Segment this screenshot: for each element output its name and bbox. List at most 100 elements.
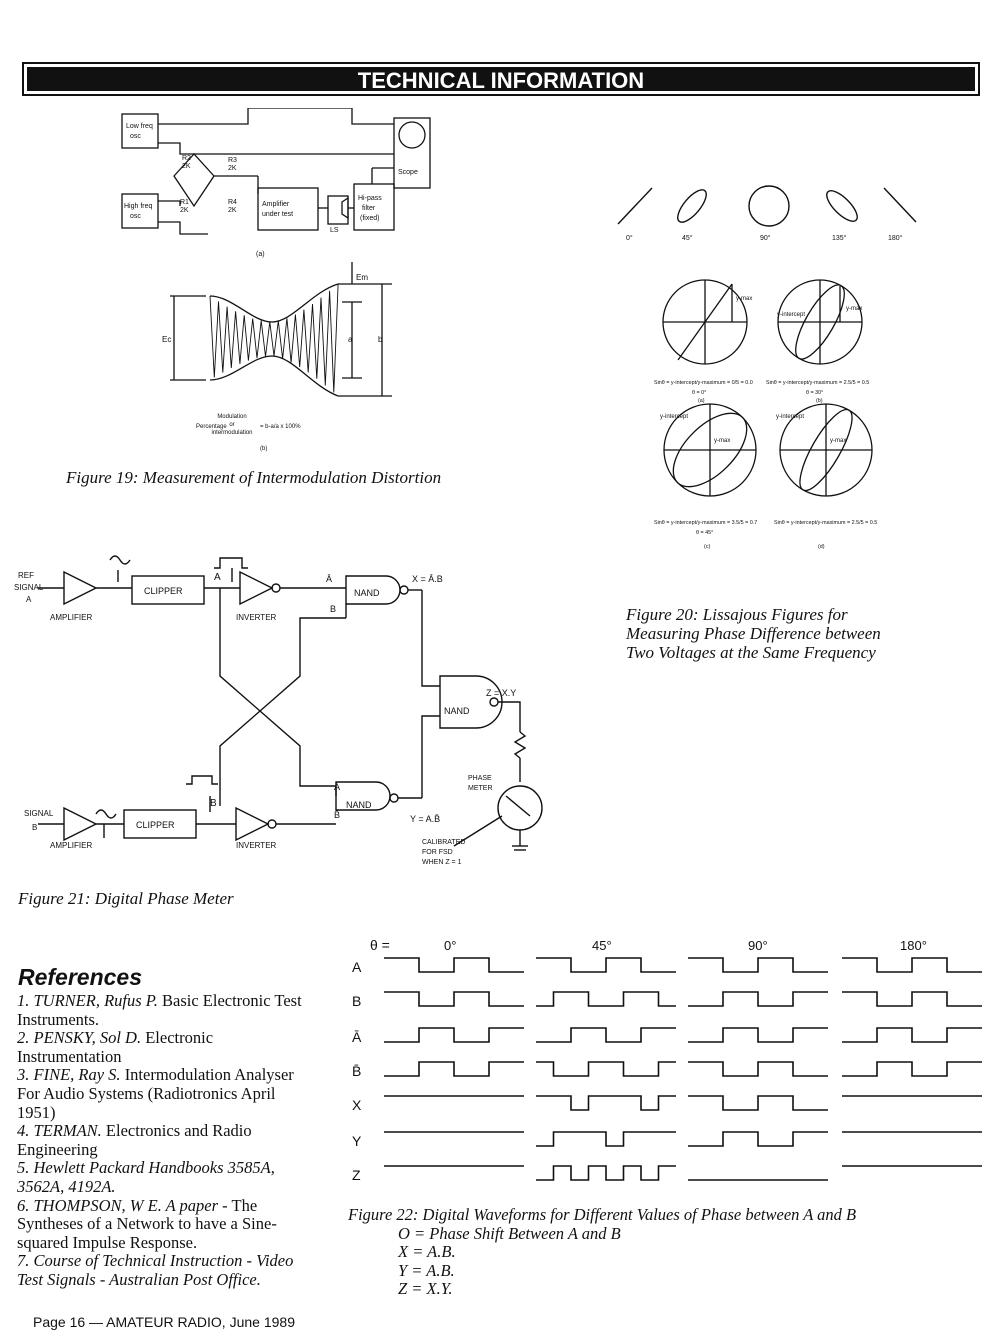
phase-0: 0° — [444, 938, 456, 953]
figure-21-caption: Figure 21: Digital Phase Meter — [18, 889, 234, 908]
ref-2-num: 2. — [17, 1028, 30, 1048]
row-label-abar: Ā — [352, 1029, 362, 1045]
reference-item: 5. Hewlett Packard Handbooks 3585A, 3562… — [17, 1159, 317, 1196]
waveform-traces — [384, 957, 982, 1181]
waveform-row-4-phase-1 — [536, 1095, 676, 1111]
clipper-top-label: CLIPPER — [144, 586, 183, 596]
nand-bottom-label: NAND — [346, 800, 372, 810]
waveform-row-3-phase-0 — [384, 1061, 524, 1077]
inverter-top-label: INVERTER — [236, 613, 277, 622]
a-formula: Sinθ = y-intercept/y-maximum = 0/5 = 0.0 — [654, 380, 753, 386]
row-label-a: A — [352, 959, 362, 975]
ref-7-num: 7. — [17, 1251, 30, 1271]
ref-4-text: Electronics and Radio Engineering — [17, 1121, 252, 1159]
row-label-bbar: B̄ — [352, 1063, 361, 1079]
angle-45: 45° — [682, 234, 693, 242]
fig20-phase-measurements: y-max y-intercept y-max y-intercept y-ma… — [654, 279, 877, 550]
figure-20-caption-line-1: Figure 20: Lissajous Figures for — [626, 605, 848, 624]
reference-item: 2. PENSKY, Sol D. Electronic Instrumenta… — [17, 1028, 317, 1066]
calibrated-3: WHEN Z = 1 — [422, 859, 462, 866]
c-formula: Sinθ = y-intercept/y-maximum = 3.5/5 = 0… — [654, 520, 757, 526]
filter-label-2: filter — [362, 205, 376, 212]
waveform-row-5-phase-1 — [536, 1131, 676, 1147]
ref-3-author: FINE, Ray S. — [33, 1065, 121, 1085]
mod-line-1: Modulation — [217, 414, 246, 420]
reference-item: 4. TERMAN. Electronics and Radio Enginee… — [17, 1121, 317, 1159]
b-input-label: B — [330, 604, 336, 614]
waveform-row-0-phase-1 — [536, 957, 676, 973]
inverter-bottom-label: INVERTER — [236, 841, 277, 850]
ref-4-author: TERMAN. — [33, 1121, 102, 1141]
row-label-b: B — [352, 993, 361, 1009]
d-formula: Sinθ = y-intercept/y-maximum = 2.5/5 = 0… — [774, 520, 877, 526]
theta-label: θ = — [370, 937, 390, 953]
figure-19-caption: Figure 19: Measurement of Intermodulatio… — [66, 468, 442, 487]
figure-22-caption-y: Y = A.B. — [398, 1260, 455, 1280]
ref-1-num: 1. — [17, 991, 30, 1010]
a-theta: θ = 0° — [692, 390, 706, 396]
clipper-bottom-label: CLIPPER — [136, 820, 175, 830]
waveform-row-3-phase-1 — [536, 1061, 676, 1077]
figure-22-caption-theta: O = Phase Shift Between A and B — [398, 1223, 621, 1243]
ref-3-text: Intermodulation Analyser For Audio Syste… — [17, 1065, 294, 1122]
c-ymax: y-max — [714, 438, 730, 444]
fig21-phase-meter-schematic: REF SIGNAL A AMPLIFIER CLIPPER A INVERTE… — [14, 555, 543, 866]
low-osc-label-1: Low freq — [126, 123, 153, 130]
ref-5-author: Hewlett Packard Handbooks 3585A, 3562A, … — [17, 1158, 275, 1196]
filter-label-3: (fixed) — [360, 215, 379, 222]
b-signal-label: B — [210, 798, 217, 809]
ref-3-num: 3. — [17, 1065, 30, 1085]
row-label-y: Y — [352, 1133, 362, 1149]
scope-label: Scope — [398, 169, 418, 176]
ref-2-author: PENSKY, Sol D. — [33, 1028, 142, 1048]
waveform-row-0-phase-2 — [688, 957, 828, 973]
fig19a-bridge-circuit: Low freq osc High freq osc R2 2K R3 2K R… — [121, 108, 431, 258]
waveform-row-3-phase-2 — [688, 1061, 828, 1077]
r2-value: 2K — [182, 163, 191, 170]
ref-4-num: 4. — [17, 1121, 30, 1141]
r3-value: 2K — [228, 165, 237, 172]
a-ymax: y-max — [736, 296, 752, 302]
c-sublabel: (c) — [704, 544, 710, 550]
amp-label-1: Amplifier — [262, 201, 290, 208]
waveform-row-0-phase-3 — [842, 957, 982, 973]
ref-5-num: 5. — [17, 1158, 30, 1178]
r1-value: 2K — [180, 207, 189, 214]
d-ymax: y-max — [830, 438, 846, 444]
b-bar-label: B̄ — [334, 810, 340, 820]
calibrated-2: FOR FSD — [422, 849, 453, 856]
fig22-waveform-grid: θ = 0° 45° 90° 180° A B Ā B̄ X Y Z — [352, 937, 982, 1183]
waveform-row-4-phase-2 — [688, 1095, 828, 1111]
z-equation: Z = X.Y — [486, 688, 516, 698]
waveform-row-2-phase-1 — [536, 1027, 676, 1043]
mod-line-2: or — [229, 422, 234, 428]
figure-20-caption-line-2: Measuring Phase Difference between — [626, 624, 881, 643]
signal-b-1: SIGNAL — [24, 809, 54, 818]
amp-bottom-label: AMPLIFIER — [50, 841, 92, 850]
b-ymax: y-max — [846, 306, 862, 312]
d-yintercept: y-intercept — [776, 414, 804, 420]
ref-1-text: Basic Electronic Test Instruments. — [17, 991, 302, 1029]
b-yintercept: y-intercept — [777, 312, 805, 318]
ref-2-text: Electronic Instrumentation — [17, 1028, 214, 1066]
x-equation: X = Ā.B — [412, 574, 443, 584]
waveform-row-2-phase-0 — [384, 1027, 524, 1043]
figure-22-caption-x: X = A.B. — [398, 1242, 456, 1262]
phase-meter-2: METER — [468, 785, 493, 792]
high-osc-label-2: osc — [130, 213, 141, 220]
page-footer: Page 16 — AMATEUR RADIO, June 1989 — [33, 1314, 295, 1330]
figure-22-caption: Figure 22: Digital Waveforms for Differe… — [348, 1205, 856, 1299]
waveform-row-1-phase-3 — [842, 991, 982, 1007]
b-formula: Sinθ = y-intercept/y-maximum = 2.5/5 = 0… — [766, 380, 869, 386]
fig19a-sublabel: (a) — [256, 251, 265, 258]
fig20-lissajous-row: 0° 45° 90° 135° 180° — [617, 185, 917, 242]
amp-label-2: under test — [262, 211, 293, 218]
ref-7-author: Course of Technical Instruction - Video … — [17, 1251, 294, 1289]
ref-6-num: 6. — [17, 1195, 30, 1215]
reference-item: 6. THOMPSON, W E. A paper - The Synthese… — [17, 1195, 317, 1253]
reference-item: 1. TURNER, Rufus P. Basic Electronic Tes… — [17, 991, 317, 1029]
nand-mid-label: NAND — [444, 706, 470, 716]
r3-label: R3 — [228, 157, 237, 164]
references-heading: References — [18, 964, 143, 990]
row-label-z: Z — [352, 1167, 361, 1183]
